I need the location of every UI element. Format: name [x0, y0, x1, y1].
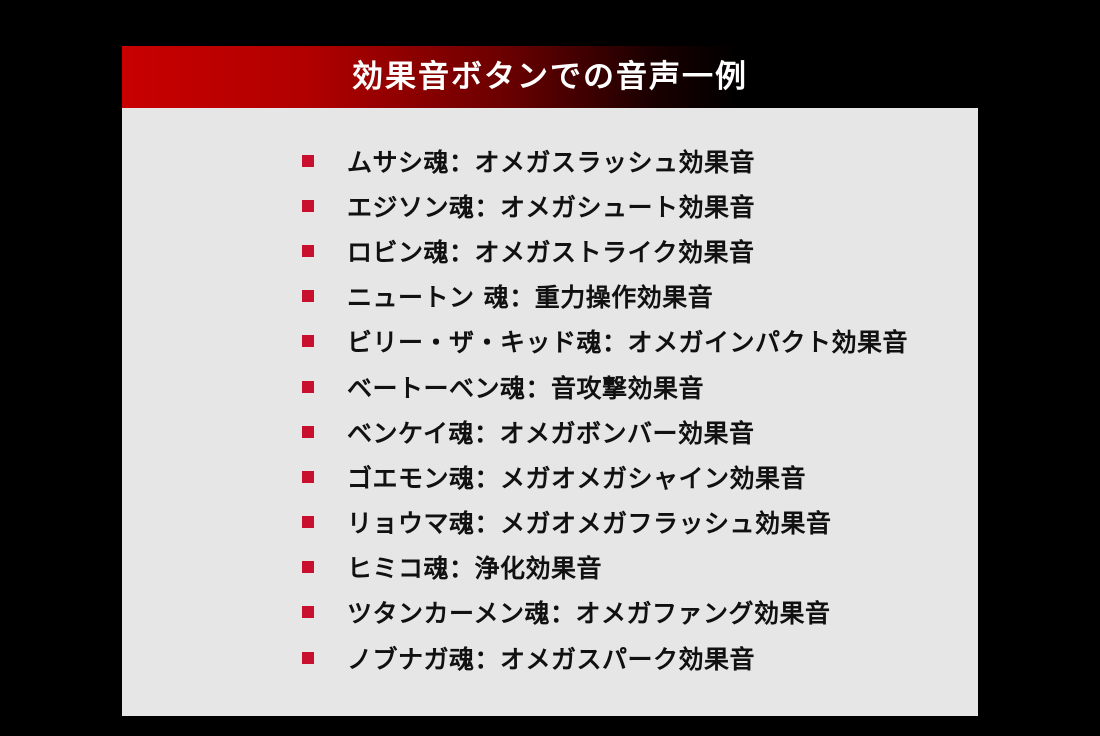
list-item: ロビン魂：オメガストライク効果音 — [302, 228, 908, 273]
list-item-text: ムサシ魂：オメガスラッシュ効果音 — [347, 147, 756, 177]
list-item-text: ベンケイ魂：オメガボンバー効果音 — [347, 418, 755, 448]
square-bullet-icon — [302, 199, 314, 212]
list-item: ノブナガ魂：オメガスパーク効果音 — [302, 635, 908, 680]
page-title: 効果音ボタンでの音声一例 — [352, 59, 748, 95]
list-item-text: ノブナガ魂：オメガスパーク効果音 — [347, 644, 756, 674]
list-item-text: ベートーベン魂：音攻撃効果音 — [347, 373, 705, 403]
square-bullet-icon — [302, 425, 314, 438]
list-item: ムサシ魂：オメガスラッシュ効果音 — [302, 138, 908, 183]
title-banner: 効果音ボタンでの音声一例 — [122, 46, 978, 108]
square-bullet-icon — [302, 244, 314, 257]
square-bullet-icon — [302, 335, 314, 348]
list-item-text: ロビン魂：オメガストライク効果音 — [347, 237, 755, 267]
list-item: ベンケイ魂：オメガボンバー効果音 — [302, 409, 908, 454]
list-item-text: ツタンカーメン魂：オメガファング効果音 — [347, 599, 831, 629]
list-item: ニュートン 魂：重力操作効果音 — [302, 274, 908, 319]
sound-effect-list: ムサシ魂：オメガスラッシュ効果音 エジソン魂：オメガシュート効果音 ロビン魂：オ… — [302, 138, 908, 680]
list-item-text: リョウマ魂：メガオメガフラッシュ効果音 — [347, 509, 832, 539]
list-item-text: ヒミコ魂：浄化効果音 — [347, 554, 603, 584]
square-bullet-icon — [302, 154, 314, 167]
list-item-text: ビリー・ザ・キッド魂：オメガインパクト効果音 — [347, 328, 909, 358]
list-item: エジソン魂：オメガシュート効果音 — [302, 183, 908, 228]
list-item-text: エジソン魂：オメガシュート効果音 — [347, 192, 756, 222]
square-bullet-icon — [302, 651, 314, 664]
list-item-text: ゴエモン魂：メガオメガシャイン効果音 — [347, 463, 807, 493]
list-item: ベートーベン魂：音攻撃効果音 — [302, 364, 908, 409]
square-bullet-icon — [302, 290, 314, 303]
square-bullet-icon — [302, 606, 314, 619]
list-item: ゴエモン魂：メガオメガシャイン効果音 — [302, 454, 908, 499]
content-card: 効果音ボタンでの音声一例 ムサシ魂：オメガスラッシュ効果音 エジソン魂：オメガシ… — [122, 46, 978, 716]
square-bullet-icon — [302, 470, 314, 483]
square-bullet-icon — [302, 380, 314, 393]
list-item: リョウマ魂：メガオメガフラッシュ効果音 — [302, 500, 908, 545]
list-item: ツタンカーメン魂：オメガファング効果音 — [302, 590, 908, 635]
list-item: ビリー・ザ・キッド魂：オメガインパクト効果音 — [302, 319, 908, 364]
square-bullet-icon — [302, 561, 314, 574]
list-item: ヒミコ魂：浄化効果音 — [302, 545, 908, 590]
square-bullet-icon — [302, 516, 314, 529]
list-item-text: ニュートン 魂：重力操作効果音 — [347, 283, 714, 313]
